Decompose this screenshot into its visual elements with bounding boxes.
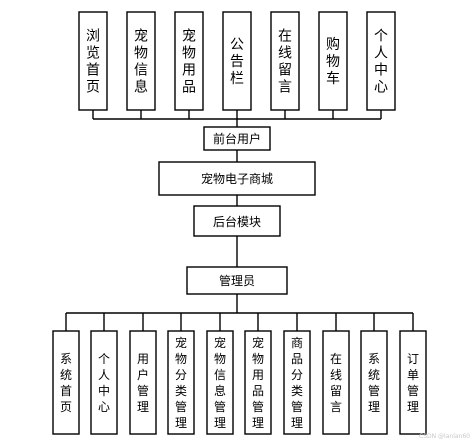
- front-module-2-box: [174, 11, 204, 111]
- watermark: CSDN @lanlan60: [419, 433, 470, 440]
- admin-box: [186, 266, 288, 295]
- front-module-3-box: [222, 11, 252, 111]
- admin-module-5-box: [244, 330, 272, 435]
- admin-module-0-label: 系统首页: [60, 352, 72, 414]
- front-module-row: 浏览首页 宠物信息 宠物用品 公告栏 在线留言 购物车 个人中心: [78, 11, 396, 111]
- front-module-6-box: [366, 11, 396, 111]
- front-module-4-label: 在线留言: [278, 29, 292, 96]
- backend-box: [193, 205, 281, 237]
- admin-module-9-box: [399, 330, 427, 435]
- front-module-0-box: [78, 11, 108, 111]
- admin-module-1-box: [90, 330, 118, 435]
- front-module-6-label: 个人中心: [374, 29, 388, 96]
- front-user-label: 前台用户: [213, 131, 261, 146]
- admin-module-2-label: 用户管理: [137, 352, 149, 414]
- admin-module-3-box: [167, 330, 195, 435]
- front-module-3-label: 公告栏: [230, 37, 244, 87]
- admin-module-8-label: 系统管理: [368, 352, 380, 414]
- front-module-1-box: [126, 11, 156, 111]
- admin-module-6-label: 商品分类管理: [291, 335, 303, 430]
- admin-module-0-box: [52, 330, 80, 435]
- system-box: [158, 161, 316, 196]
- admin-module-9-label: 订单管理: [407, 352, 419, 414]
- admin-module-6-box: [283, 330, 311, 435]
- front-module-0-label: 浏览首页: [86, 29, 100, 96]
- admin-module-5-label: 宠物用品管理: [252, 335, 264, 430]
- admin-module-3-label: 宠物分类管理: [175, 335, 187, 430]
- front-module-4-box: [270, 11, 300, 111]
- front-module-2-label: 宠物用品: [182, 29, 196, 96]
- admin-module-7-box: [322, 330, 350, 435]
- connector-lines: [65, 110, 414, 331]
- front-module-1-label: 宠物信息: [134, 29, 148, 96]
- admin-module-8-box: [360, 330, 388, 435]
- admin-module-row: 系统首页 个人中心 用户管理 宠物分类管理 宠物信息管理 宠物用品管理 商品分类管理 在线留言…: [52, 330, 427, 435]
- front-module-5-label: 购物车: [326, 37, 340, 87]
- front-user-box: [203, 126, 271, 151]
- admin-module-2-box: [129, 330, 157, 435]
- admin-module-4-box: [206, 330, 234, 435]
- admin-module-4-label: 宠物信息管理: [214, 335, 226, 430]
- system-label: 宠物电子商城: [201, 171, 273, 186]
- backend-label: 后台模块: [213, 214, 261, 229]
- admin-label: 管理员: [219, 273, 255, 288]
- admin-module-7-label: 在线留言: [330, 352, 342, 414]
- admin-module-1-label: 个人中心: [98, 352, 110, 414]
- front-module-5-box: [318, 11, 348, 111]
